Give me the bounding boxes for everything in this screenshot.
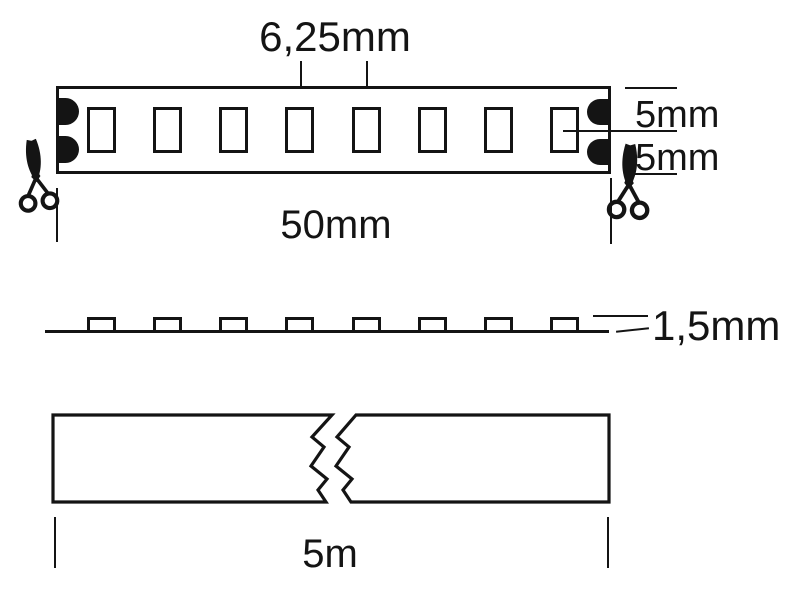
reel-dim-tick-left — [54, 517, 56, 568]
pitch-dimension-label: 6,25mm — [259, 13, 411, 60]
solder-pad — [587, 99, 608, 125]
led-chip — [87, 107, 116, 153]
led-chip — [550, 317, 579, 333]
scissors-icon — [606, 143, 650, 221]
reel-dim-tick-right — [607, 517, 609, 568]
strip-top-view-body — [56, 86, 611, 174]
reel-left-piece — [51, 413, 336, 504]
thickness-leader-top — [593, 315, 648, 317]
side-view-baseline — [45, 330, 609, 333]
reel-length-label: 5m — [302, 532, 358, 576]
reel-view-strip — [51, 413, 611, 504]
led-chip — [484, 107, 513, 153]
dim-line-top-edge — [625, 87, 677, 89]
led-chip — [484, 317, 513, 333]
half-width-top-label: 5mm — [635, 94, 720, 136]
thickness-leader-bottom — [615, 327, 650, 333]
dim-line-center — [563, 130, 677, 132]
led-chip — [87, 317, 116, 333]
reel-right-piece — [333, 413, 611, 504]
led-chip — [352, 317, 381, 333]
led-chip — [285, 317, 314, 333]
led-chip — [219, 107, 248, 153]
solder-pad — [59, 136, 79, 163]
led-chip — [352, 107, 381, 153]
led-chip — [418, 107, 447, 153]
segment-length-label: 50mm — [280, 203, 392, 247]
led-chip — [219, 317, 248, 333]
led-chip — [153, 317, 182, 333]
dim-line-bottom-edge — [630, 173, 677, 175]
half-width-bottom-label: 5mm — [635, 137, 720, 179]
solder-pad — [587, 139, 608, 165]
led-chip — [285, 107, 314, 153]
solder-pad — [59, 98, 79, 125]
cut-line-left — [56, 188, 58, 242]
thickness-label: 1,5mm — [652, 302, 781, 349]
led-chip — [418, 317, 447, 333]
scissors-icon — [18, 138, 60, 213]
led-chip — [153, 107, 182, 153]
